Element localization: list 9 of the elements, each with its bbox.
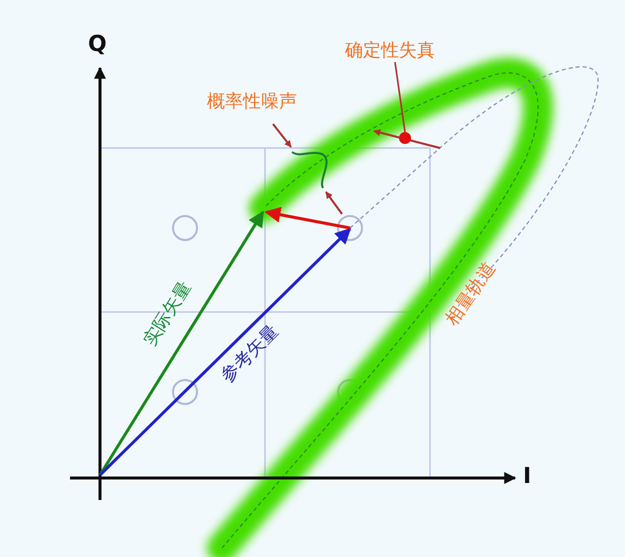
annotation-text: 确定性失真 xyxy=(345,42,435,60)
distortion-dot xyxy=(399,132,411,144)
vector-label: 实际矢量 xyxy=(141,278,195,350)
annotation-text: 概率性噪声 xyxy=(207,93,297,111)
vector-label: 参考矢量 xyxy=(218,322,282,386)
axis-label: I xyxy=(523,466,532,488)
trajectory-label: 相量轨道 xyxy=(442,259,500,329)
axis-label: Q xyxy=(88,34,107,56)
leader-line xyxy=(394,62,406,132)
